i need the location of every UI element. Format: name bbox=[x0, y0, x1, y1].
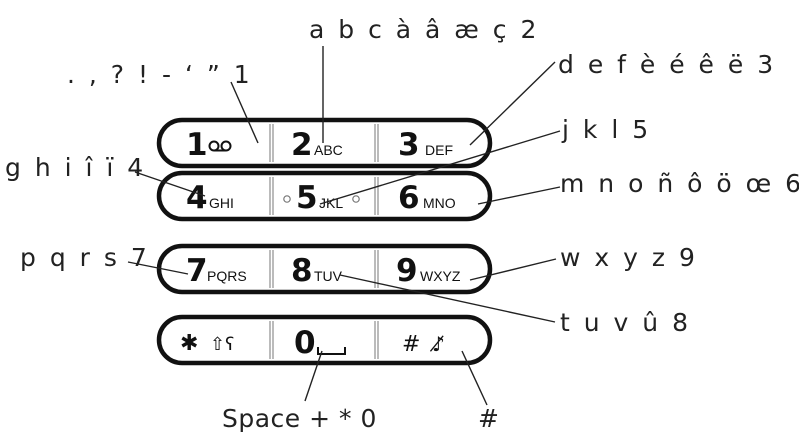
key-4-digit: 4 bbox=[186, 180, 208, 216]
key-separators bbox=[269, 124, 379, 359]
key-9[interactable]: 9 WXYZ bbox=[396, 253, 461, 289]
key-2-digit: 2 bbox=[291, 127, 313, 163]
callout-key-2: a b c à â æ ç 2 bbox=[309, 15, 539, 44]
callout-key-hash: # bbox=[478, 404, 499, 433]
key-0-digit: 0 bbox=[294, 325, 316, 361]
key-8-digit: 8 bbox=[291, 253, 313, 289]
callout-key-8: t u v û 8 bbox=[560, 308, 691, 337]
key-5-digit: 5 bbox=[296, 180, 318, 216]
voicemail-icon bbox=[208, 140, 232, 152]
key-2-letters: ABC bbox=[314, 142, 343, 158]
key-8-letters: TUV bbox=[314, 268, 343, 284]
tactile-dot-left bbox=[283, 195, 291, 203]
keypad-row-1-outline bbox=[156, 117, 493, 169]
shift-key-icon: ⇧ʕ bbox=[210, 334, 234, 355]
key-1[interactable]: 1 bbox=[186, 127, 232, 163]
key-0[interactable]: 0 bbox=[294, 325, 346, 361]
asterisk-icon: ✱ bbox=[180, 331, 198, 356]
key-9-letters: WXYZ bbox=[420, 268, 461, 284]
callout-key-1: . , ? ! - ‘ ” 1 bbox=[67, 60, 253, 89]
key-4-letters: GHI bbox=[209, 195, 234, 211]
key-6-digit: 6 bbox=[398, 180, 420, 216]
key-6[interactable]: 6 MNO bbox=[398, 180, 456, 216]
hash-icon: # bbox=[402, 332, 420, 357]
key-8[interactable]: 8 TUV bbox=[291, 253, 343, 289]
callout-key-6: m n o ñ ô ö œ 6 bbox=[560, 169, 799, 198]
tactile-dot-right bbox=[352, 195, 360, 203]
key-1-digit: 1 bbox=[186, 127, 208, 163]
key-6-letters: MNO bbox=[423, 195, 456, 211]
key-7-digit: 7 bbox=[186, 253, 208, 289]
key-star[interactable]: ✱ ⇧ʕ bbox=[180, 331, 234, 356]
callout-key-5: j k l 5 bbox=[561, 115, 651, 144]
key-3-digit: 3 bbox=[398, 127, 420, 163]
callout-key-3: d e f è é ê ë 3 bbox=[558, 50, 776, 79]
key-7[interactable]: 7 PQRS bbox=[186, 253, 247, 289]
callout-key-7: p q r s 7 bbox=[20, 243, 150, 272]
key-3-letters: DEF bbox=[425, 142, 453, 158]
callout-leaders bbox=[127, 46, 561, 406]
callout-key-9: w x y z 9 bbox=[560, 243, 698, 272]
key-7-letters: PQRS bbox=[207, 268, 247, 284]
key-4[interactable]: 4 GHI bbox=[186, 180, 234, 216]
space-bar-icon bbox=[317, 347, 346, 355]
key-hash[interactable]: # ♪̸ bbox=[402, 332, 445, 357]
callout-key-4: g h i î ï 4 bbox=[5, 153, 146, 182]
key-2[interactable]: 2 ABC bbox=[291, 127, 343, 163]
callout-key-0: Space + * 0 bbox=[222, 404, 377, 433]
mute-bell-icon: ♪̸ bbox=[430, 332, 445, 356]
keypad-row-3-outline bbox=[156, 243, 493, 295]
key-3[interactable]: 3 DEF bbox=[398, 127, 453, 163]
key-9-digit: 9 bbox=[396, 253, 418, 289]
keypad-row-2-outline bbox=[156, 170, 493, 222]
